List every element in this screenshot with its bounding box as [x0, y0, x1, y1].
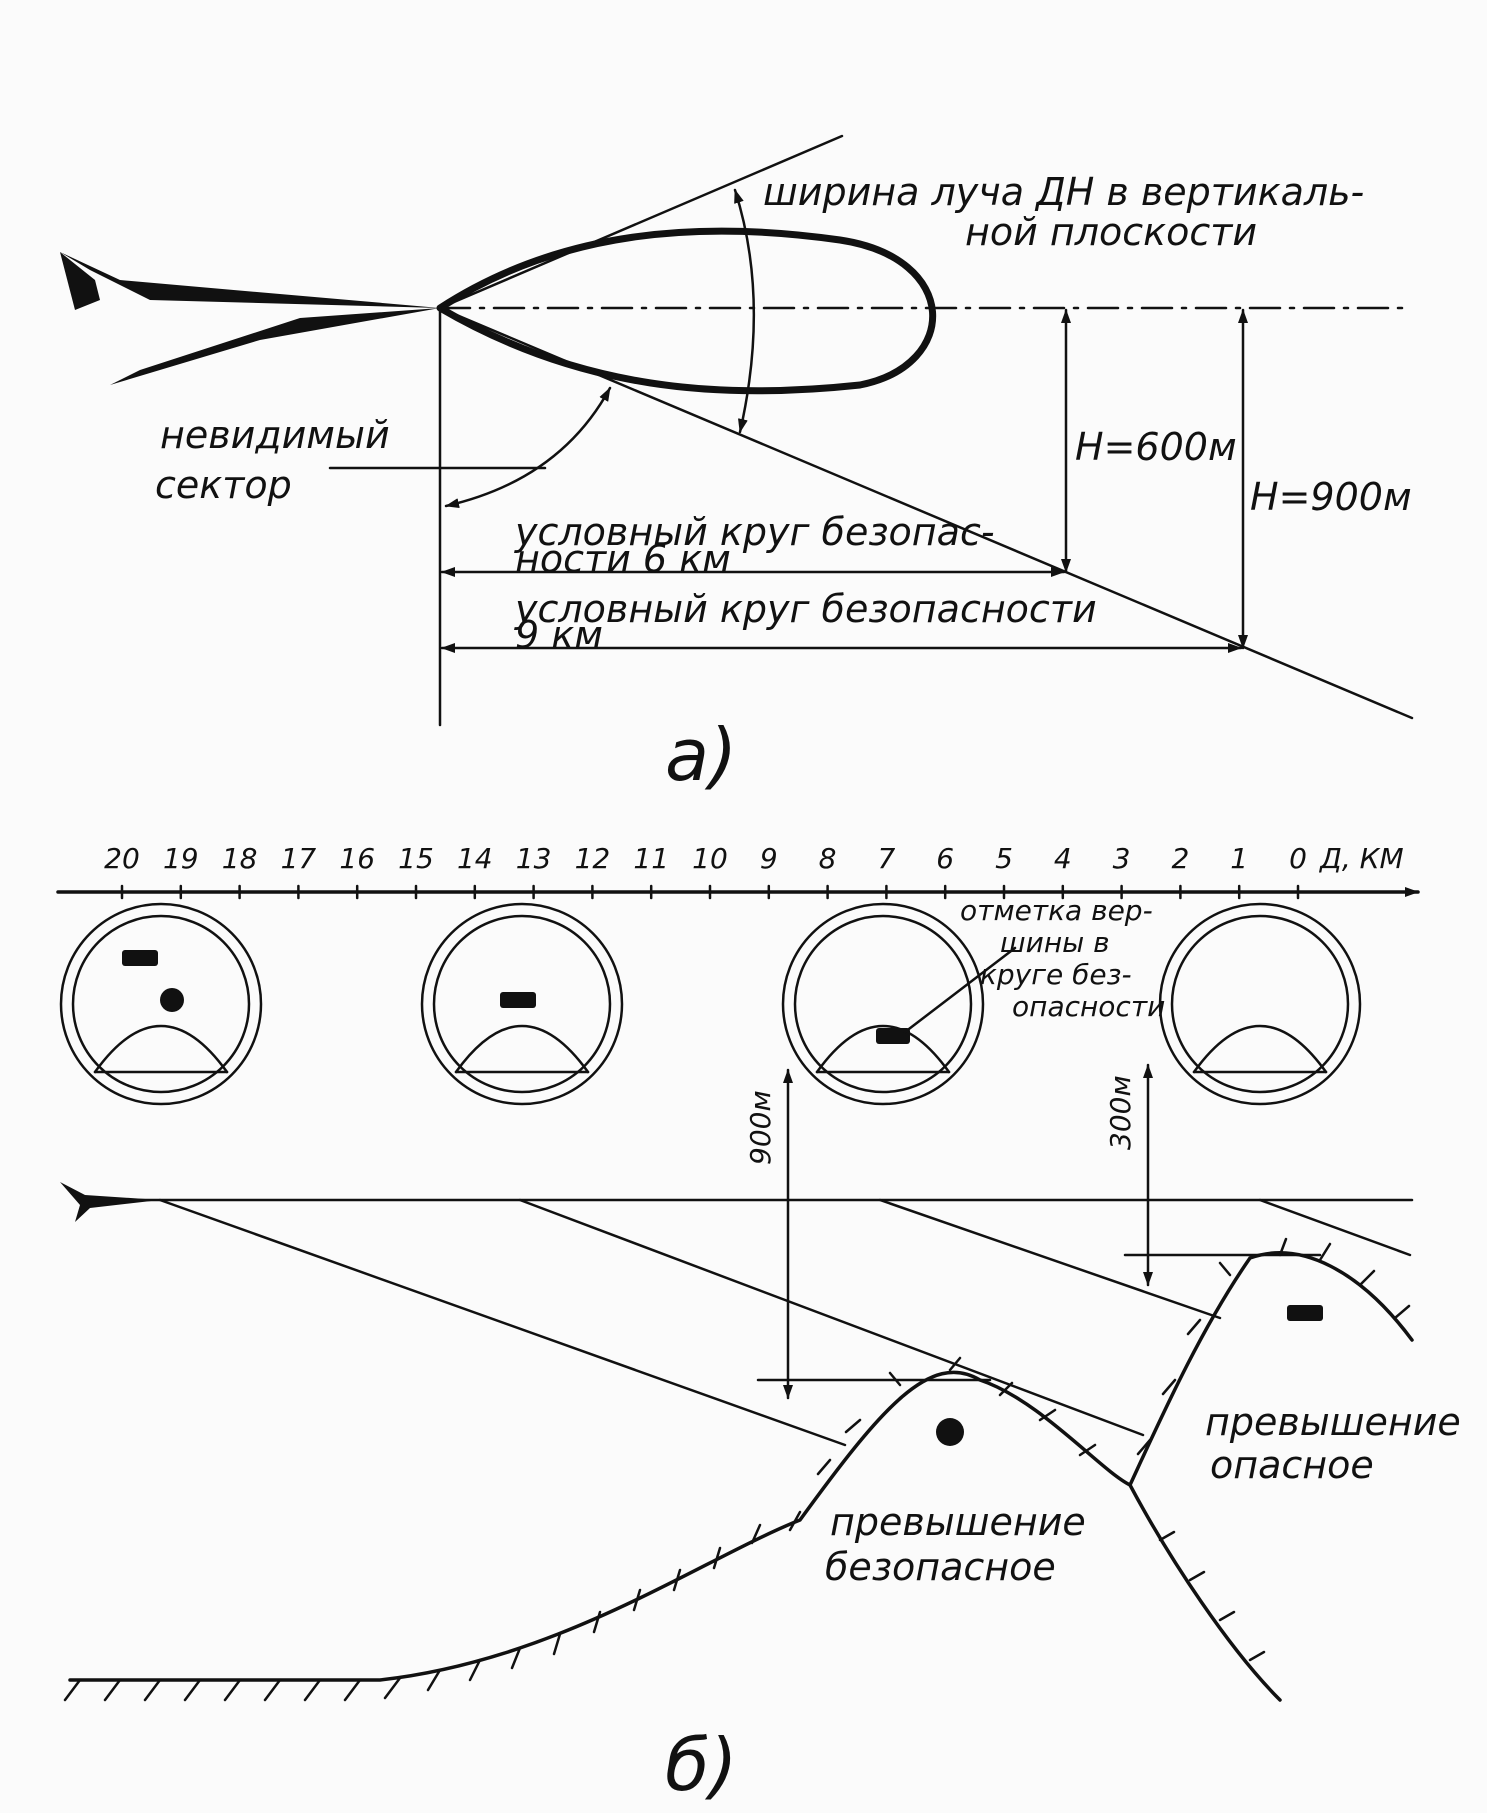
- distance-tick-label: 5: [995, 842, 1013, 875]
- distance-tick-label: 17: [281, 842, 317, 875]
- radar-scope-2: [420, 902, 624, 1106]
- peak-marker-safe: [936, 1418, 964, 1446]
- h900-label: Н=900м: [1250, 475, 1412, 519]
- safe-label-2: безопасное: [825, 1545, 1056, 1589]
- peak-mark-label-2: шины в: [1000, 926, 1110, 959]
- distance-tick-label: 14: [457, 842, 493, 875]
- radar-ray-3: [878, 1198, 1222, 1320]
- danger-label: превышение: [1205, 1400, 1461, 1444]
- distance-tick-label: 18: [222, 842, 258, 875]
- radar-scope-4: [1158, 902, 1362, 1106]
- distance-tick-label: 3: [1113, 842, 1131, 875]
- distance-tick-label: 4: [1054, 842, 1072, 875]
- small-aircraft-icon: [60, 1182, 160, 1222]
- distance-tick-label: 1: [1230, 842, 1248, 875]
- distance-tick-label: 8: [819, 842, 837, 875]
- peak-mark-label: отметка вер-: [960, 894, 1153, 927]
- distance-tick-label: 10: [692, 842, 728, 875]
- blind-sector-label: невидимый: [160, 413, 390, 457]
- radar-scope-1: [59, 902, 263, 1106]
- h900m-label: 900м: [744, 1090, 777, 1165]
- circle6-label: условный круг безопас-: [514, 510, 995, 554]
- circle9-label: условный круг безопасности: [514, 587, 1097, 631]
- distance-tick-label: 15: [398, 842, 434, 875]
- aircraft-icon: [60, 252, 440, 385]
- peak-mark-label-3: круге без-: [980, 958, 1132, 991]
- circle9-label-2: 9 км: [515, 613, 603, 657]
- distance-tick-label: 20: [104, 842, 140, 875]
- distance-tick-label: 9: [760, 842, 778, 875]
- blind-sector-label-2: сектор: [155, 463, 292, 507]
- beam-lower-edge: [438, 306, 1414, 720]
- circle6-label-2: ности 6 км: [515, 537, 731, 581]
- part-a-label: а): [665, 713, 737, 797]
- distance-tick-label: 2: [1171, 842, 1189, 875]
- beam-width-label-2: ной плоскости: [965, 210, 1257, 254]
- terrain-hatching: [63, 1237, 1411, 1702]
- distance-tick-label: 16: [339, 842, 375, 875]
- distance-tick-label: 0: [1289, 842, 1307, 875]
- radar-ray-4: [1258, 1198, 1412, 1257]
- safe-label: превышение: [830, 1500, 1086, 1544]
- part-a: ширина луча ДН в вертикаль- ной плоскост…: [60, 134, 1414, 797]
- distance-tick-label: 11: [633, 842, 669, 875]
- distance-tick-label: 6: [936, 842, 954, 875]
- h600-label: Н=600м: [1075, 425, 1237, 469]
- distance-tick-label: 19: [163, 842, 199, 875]
- radar-scope-3: [781, 902, 1017, 1106]
- danger-label-2: опасное: [1210, 1443, 1374, 1487]
- h300m-label: 300м: [1104, 1075, 1137, 1150]
- peak-marker-danger: [1287, 1305, 1323, 1321]
- radar-ray-1: [158, 1198, 847, 1447]
- beam-width-label: ширина луча ДН в вертикаль-: [763, 170, 1364, 214]
- blind-sector-arc: [444, 386, 612, 508]
- part-b-label: б): [665, 1723, 738, 1807]
- terrain-profile: [68, 1251, 1414, 1702]
- radar-ray-2: [518, 1198, 1145, 1437]
- beam-upper-edge: [438, 134, 844, 310]
- peak-mark-label-4: опасности: [1012, 990, 1165, 1023]
- beam-width-arc: [733, 188, 756, 434]
- beam-lobe: [436, 227, 937, 395]
- distance-tick-label: 13: [516, 842, 552, 875]
- distance-unit: Д, КМ: [1318, 842, 1404, 875]
- distance-tick-label: 7: [877, 842, 895, 875]
- distance-tick-label: 12: [575, 842, 611, 875]
